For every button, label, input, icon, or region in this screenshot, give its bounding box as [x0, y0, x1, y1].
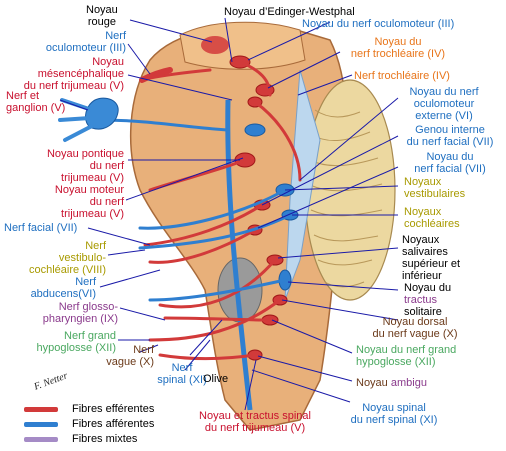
label-noyau-oculomoteur: Noyau du nerf oculomoteur (III) — [302, 18, 455, 30]
label-noyau-trochleaire: Noyau du nerf trochléaire (IV) — [350, 36, 446, 60]
label-noyau-tractus-line1: Noyau du — [404, 282, 452, 294]
label-noyau-edinger: Noyau d’Edinger-Westphal — [224, 6, 355, 18]
label-noyau-spinal: Noyau spinal du nerf spinal (XI) — [350, 402, 438, 426]
label-nerf-hypoglosse: Nerf grand hypoglosse (XII) — [36, 330, 116, 354]
label-nerf-vestibulo: Nerf vestibulo- cochléaire (VIII) — [28, 240, 106, 276]
label-noyau-ambigu: Noyau ambigu — [356, 377, 427, 389]
label-nerf-glosso: Nerf glosso- pharyngien (IX) — [42, 301, 118, 325]
legend-label-mixed: Fibres mixtes — [72, 433, 138, 445]
label-noyau-dorsal: Noyau dorsal du nerf vague (X) — [372, 316, 458, 340]
legend-swatch-mixed — [24, 437, 58, 442]
label-noyau-tractus-line3: solitaire — [404, 306, 442, 318]
label-olive: Olive — [203, 373, 229, 385]
label-nerf-vague: Nerf vague (X) — [106, 344, 154, 368]
label-noyau-oculomoteur-externe: Noyau du nerf oculomoteur externe (VI) — [409, 86, 479, 122]
afferent-fibres — [98, 118, 292, 302]
legend-label-efferent: Fibres efférentes — [72, 403, 155, 415]
label-noyau-ambigu-word1: Noyau — [356, 377, 391, 389]
label-noyau-moteur: Noyau moteur du nerf trijumeau (V) — [54, 184, 124, 220]
legend-swatch-efferent — [24, 407, 58, 412]
artist-signature: F. Netter — [32, 370, 70, 393]
label-nerf-ganglion: Nerf et ganglion (V) — [6, 90, 66, 114]
label-noyau-rouge: Noyau rouge — [86, 4, 118, 28]
trigeminal-branches — [58, 98, 94, 142]
label-noyaux-vestibulaires: Noyaux vestibulaires — [404, 176, 466, 200]
label-noyau-mesencephalique: Noyau mésencéphalique du nerf trijumeau … — [23, 56, 124, 92]
cerebellum — [304, 79, 396, 301]
label-noyau-tractus-line2: tractus — [404, 294, 438, 306]
legend-swatch-afferent — [24, 422, 58, 427]
label-noyau-pontique: Noyau pontique du nerf trijumeau (V) — [46, 148, 124, 184]
label-nerf-spinal: Nerf spinal (XI) — [157, 362, 207, 386]
label-noyaux-salivaires: Noyaux salivaires supérieur et inférieur — [402, 234, 461, 282]
label-nerf-abducens: Nerf abducens(VI) — [30, 276, 96, 300]
midbrain-section — [179, 21, 306, 70]
label-noyau-tractus-spinal: Noyau et tractus spinal du nerf trijumea… — [199, 410, 311, 434]
label-nerf-facial: Nerf facial (VII) — [4, 222, 78, 234]
label-noyaux-cochleaires: Noyaux cochléaires — [404, 206, 460, 230]
legend-label-afferent: Fibres afférentes — [72, 418, 155, 430]
red-nucleus — [201, 36, 229, 54]
leader-lines — [59, 17, 399, 411]
label-noyau-hypoglosse: Noyau du nerf grand hypoglosse (XII) — [356, 344, 457, 368]
label-noyau-ambigu-word2: ambigu — [390, 377, 427, 389]
label-nerf-oculomoteur: Nerf oculomoteur (III) — [45, 30, 126, 54]
label-nerf-trochleaire: Nerf trochléaire (IV) — [354, 70, 450, 82]
label-genou-interne: Genou interne du nerf facial (VII) — [406, 124, 494, 148]
label-noyau-tractus: Noyau du tractus solitaire — [404, 282, 451, 318]
label-noyau-facial: Noyau du nerf facial (VII) — [414, 151, 486, 175]
trigeminal-ganglion — [85, 97, 119, 130]
